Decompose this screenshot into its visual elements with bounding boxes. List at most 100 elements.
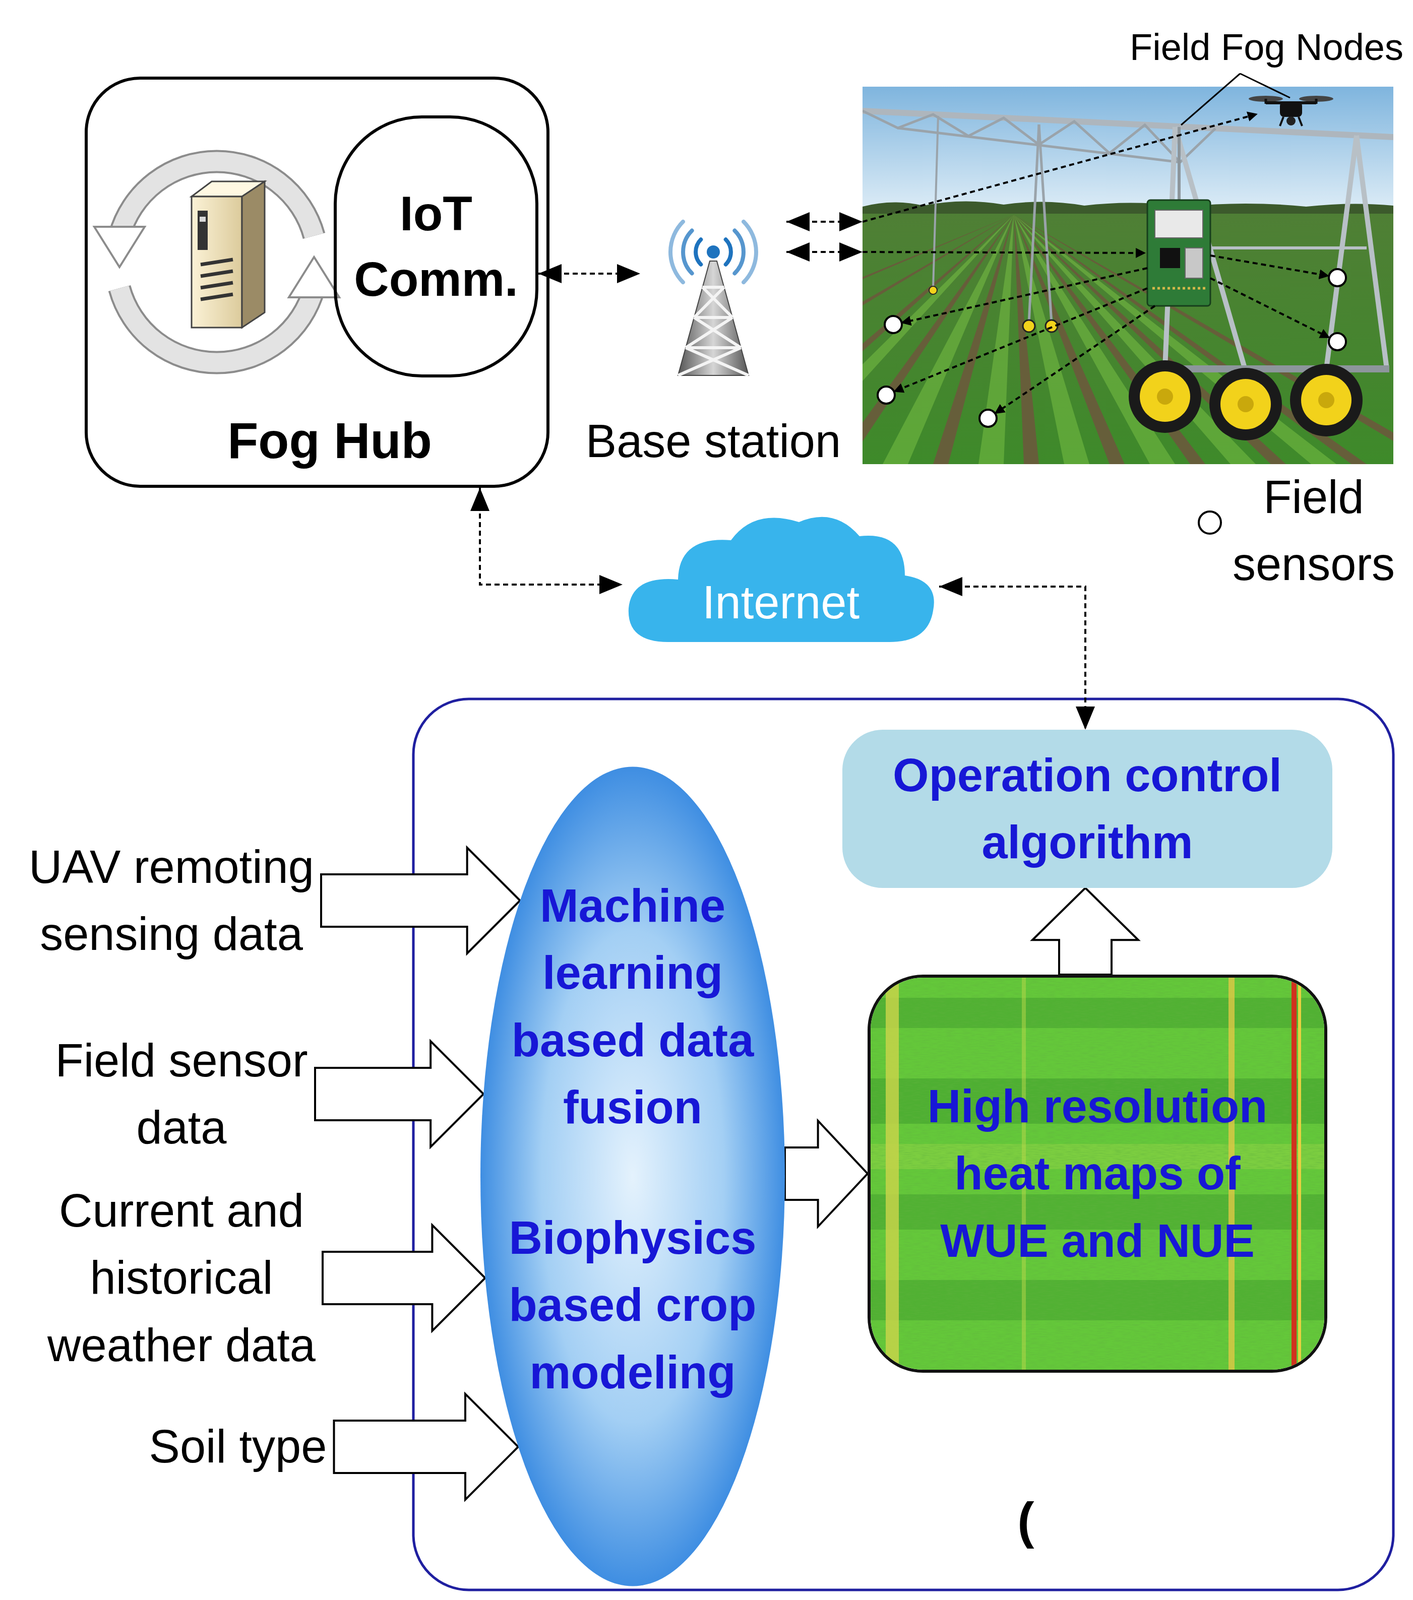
sensor-links-part — [1210, 255, 1328, 276]
pivot-irrigator-part — [1356, 135, 1387, 370]
box-text: High resolution heat maps of WUE and NUE — [905, 1073, 1289, 1275]
drone-part — [1279, 116, 1284, 127]
leader-lines — [1181, 73, 1290, 126]
field-photo-art-part — [862, 86, 1394, 465]
tower-icon-part-part — [734, 230, 744, 274]
pivot-irrigator-part — [1022, 320, 1035, 333]
tower-icon-part-part — [694, 317, 742, 348]
input-label: Soil type — [142, 1410, 335, 1484]
tower-icon-part-part — [743, 221, 757, 283]
arrow-head — [786, 212, 810, 232]
block-arrow — [321, 847, 521, 954]
field-photo-art-part-part-part — [862, 214, 1014, 465]
field-sensor-dots-part — [877, 386, 895, 404]
input-text: Field sensor data — [53, 1027, 310, 1162]
heat-map-art-part — [870, 977, 1325, 1371]
server-icon-part — [200, 259, 233, 265]
dotted-connector — [786, 242, 863, 262]
sensor-links-part — [895, 288, 1148, 392]
block-arrow-shape — [1032, 888, 1139, 975]
tower-icon-part-part — [695, 239, 701, 265]
block-arrow — [784, 1121, 868, 1227]
field-sensor-dots-part — [979, 409, 997, 427]
server-icon — [191, 181, 265, 328]
sensor-links-part — [862, 252, 1144, 254]
heat-map-art-part — [1291, 977, 1297, 1371]
sensor-links — [862, 114, 1329, 413]
arrow-head — [939, 577, 963, 597]
heat-map-box: High resolution heat maps of WUE and NUE — [867, 974, 1328, 1374]
pivot-irrigator-part — [1164, 365, 1390, 373]
sync-arrows-part — [94, 226, 145, 268]
server-icon-part — [199, 216, 206, 222]
pivot-irrigator-part — [1326, 135, 1357, 370]
tower-icon — [640, 196, 787, 379]
sensor-links-part — [862, 114, 1256, 222]
pivot-irrigator-part — [1038, 124, 1052, 324]
arrow-head — [1075, 706, 1095, 730]
tower-icon-part — [678, 261, 749, 376]
drone — [1248, 95, 1334, 127]
input-label: Current and historical weather data — [40, 1174, 323, 1383]
field-photo-art-part-part-part — [862, 214, 1014, 465]
field-photo-art-part-part — [862, 86, 1394, 219]
pivot-irrigator-part — [1139, 371, 1191, 422]
fog-node-board — [1147, 200, 1211, 306]
pivot-irrigator-part — [1177, 127, 1181, 201]
drone-part — [1279, 101, 1303, 117]
pivot-irrigator-part — [1220, 379, 1271, 430]
sensor-links-part — [902, 268, 1148, 323]
drone-part — [1286, 116, 1296, 126]
dotted-connector — [538, 264, 641, 284]
fog-node-board-part — [1185, 248, 1203, 279]
tower-icon-part-part — [725, 239, 731, 265]
box-title: Fog Hub — [227, 410, 432, 471]
sensor-links-part — [996, 305, 1155, 413]
operation-control-box: Operation control algorithm — [842, 729, 1333, 889]
photo-heading: Field Fog Nodes — [1129, 25, 1404, 71]
stray-mark: ( — [1017, 1490, 1034, 1552]
field-photo-art-part-part-part — [862, 214, 1014, 465]
field-photo-art-part-part — [862, 214, 1337, 465]
tower-icon-part-part — [678, 347, 742, 376]
server-icon-part — [200, 282, 233, 288]
leader-lines-part — [1240, 73, 1290, 98]
pivot-irrigator-part — [1318, 392, 1335, 409]
heat-map-art-part — [870, 977, 1325, 1371]
field-photo-art-part-part-part — [862, 214, 1014, 465]
drone-part — [1298, 116, 1303, 127]
fog-node-board-part — [1152, 287, 1206, 290]
field-photo-art-part-part-part — [1013, 214, 1367, 465]
block-arrow — [1032, 888, 1139, 975]
leader-lines-part — [1181, 73, 1241, 126]
processing-panel — [413, 699, 1394, 1591]
fog-hub-box: Fog HubIoT Comm. — [84, 76, 550, 488]
arrow-head — [786, 242, 810, 262]
pivot-irrigator-part — [1128, 360, 1202, 434]
tower-icon-part — [678, 287, 749, 376]
base-station-icon: Base station — [640, 196, 787, 379]
tower-icon-part-part — [685, 317, 733, 348]
ellipse-shape-part — [480, 767, 785, 1587]
box-text: Operation control algorithm — [880, 742, 1295, 877]
server-icon-part — [197, 210, 208, 251]
fog-node-board-part — [1159, 248, 1181, 269]
arrow-head — [470, 487, 490, 512]
input-text: Soil type — [148, 1413, 329, 1481]
arrow-head — [839, 242, 863, 262]
heat-map-art-part — [885, 977, 899, 1371]
field-photo-art — [862, 86, 1394, 465]
block-arrow-shape — [315, 1041, 484, 1148]
arrow-head — [538, 264, 562, 284]
tower-icon-part-part — [694, 287, 725, 318]
pivot-irrigator-part — [1301, 375, 1352, 426]
input-label: Field sensor data — [47, 1024, 316, 1165]
tower-icon-part-part — [694, 316, 733, 320]
processing-ellipse: Machine learning based data fusionBiophy… — [479, 765, 786, 1588]
dotted-connector — [939, 577, 1095, 730]
block-arrow-shape — [334, 1394, 519, 1501]
fog-node-board-part — [1147, 200, 1211, 306]
tower-icon-part-part — [670, 221, 684, 283]
cloud-shape-part — [628, 517, 935, 643]
